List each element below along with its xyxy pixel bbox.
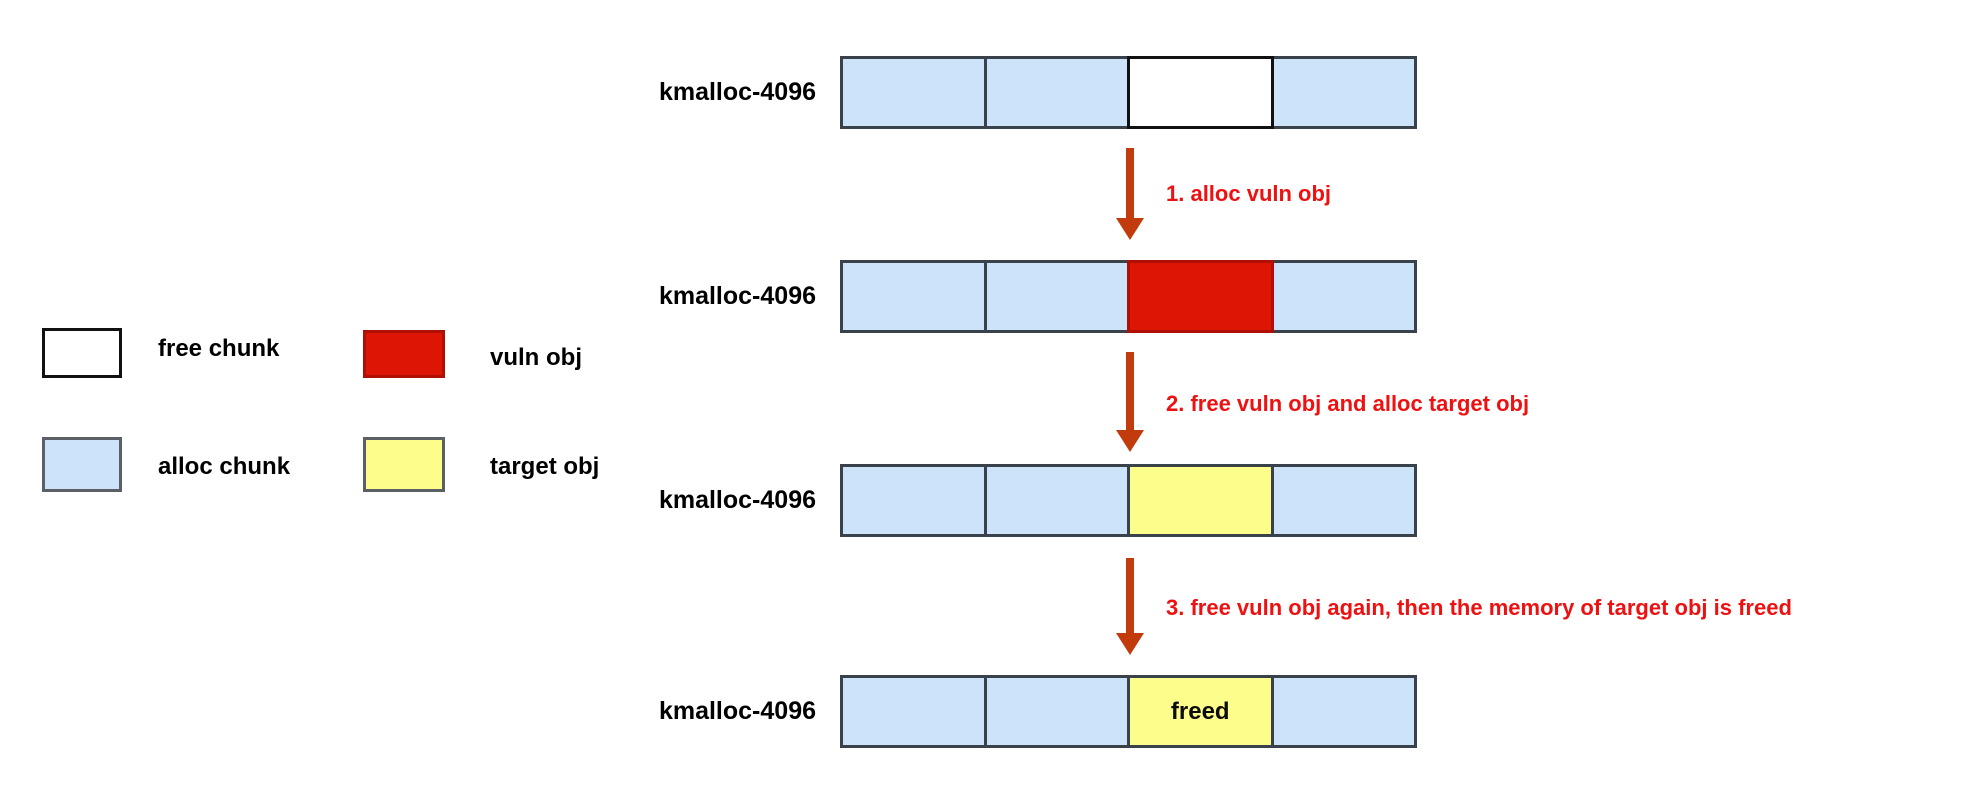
legend-label-free-chunk: free chunk — [158, 335, 280, 362]
memory-row-initial: kmalloc-4096 — [596, 56, 1417, 129]
cell-target — [1127, 464, 1274, 537]
legend-swatch-target-obj — [363, 437, 445, 492]
cell-vuln — [1127, 260, 1274, 333]
cell-alloc — [840, 56, 987, 129]
legend-swatch-vuln-obj — [363, 330, 445, 378]
cell-alloc — [983, 260, 1130, 333]
cell-target-freed: freed — [1127, 675, 1274, 748]
cell-alloc — [1270, 260, 1417, 333]
cell-alloc — [983, 464, 1130, 537]
memory-row-cells — [840, 260, 1417, 333]
memory-row-vuln-allocated: kmalloc-4096 — [596, 260, 1417, 333]
memory-row-cells: freed — [840, 675, 1417, 748]
memory-row-cells — [840, 56, 1417, 129]
arrow-down-icon — [1116, 148, 1144, 240]
arrow-shaft — [1126, 558, 1134, 635]
cell-alloc — [1270, 675, 1417, 748]
cell-alloc — [840, 260, 987, 333]
cell-alloc — [983, 56, 1130, 129]
cell-free — [1127, 56, 1274, 129]
kmalloc-slab-label: kmalloc-4096 — [658, 282, 816, 310]
cell-alloc — [1270, 464, 1417, 537]
arrow-down-icon — [1116, 352, 1144, 452]
arrow-head — [1116, 218, 1144, 240]
cell-alloc — [840, 464, 987, 537]
memory-row-target-freed: kmalloc-4096 freed — [596, 675, 1417, 748]
kmalloc-slab-label: kmalloc-4096 — [658, 486, 816, 514]
memory-row-cells — [840, 464, 1417, 537]
legend-swatch-free-chunk — [42, 328, 122, 378]
legend-swatch-alloc-chunk — [42, 437, 122, 492]
step-2-annotation: 2. free vuln obj and alloc target obj — [1166, 391, 1530, 416]
arrow-head — [1116, 633, 1144, 655]
kmalloc-slab-label: kmalloc-4096 — [658, 78, 816, 106]
legend-label-vuln-obj: vuln obj — [490, 344, 582, 371]
arrow-head — [1116, 430, 1144, 452]
cell-alloc — [1270, 56, 1417, 129]
legend-label-target-obj: target obj — [490, 453, 600, 480]
memory-row-target-allocated: kmalloc-4096 — [596, 464, 1417, 537]
kmalloc-slab-label: kmalloc-4096 — [658, 697, 816, 725]
legend-label-alloc-chunk: alloc chunk — [158, 453, 291, 480]
arrow-shaft — [1126, 148, 1134, 220]
cell-alloc — [840, 675, 987, 748]
cell-alloc — [983, 675, 1130, 748]
step-1-annotation: 1. alloc vuln obj — [1166, 181, 1332, 206]
arrow-shaft — [1126, 352, 1134, 432]
arrow-down-icon — [1116, 558, 1144, 655]
step-3-annotation: 3. free vuln obj again, then the memory … — [1166, 595, 1792, 620]
